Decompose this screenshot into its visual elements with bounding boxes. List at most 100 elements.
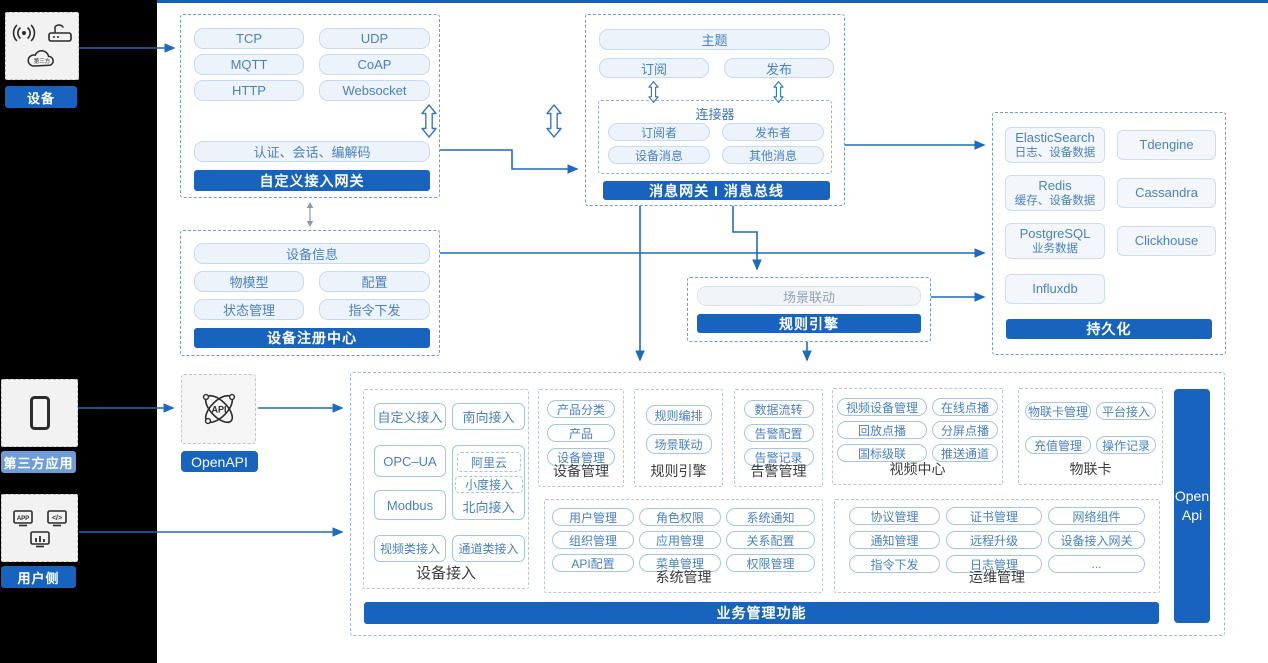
access-pill: 自定义接入 (374, 403, 446, 430)
feature-pill: 告警配置 (743, 424, 814, 442)
north-access-label: 北向接入 (462, 500, 515, 515)
protocol-pill: HTTP (194, 80, 304, 101)
feature-pill: 分屏点播 (932, 421, 998, 439)
connector-pill-grid: 订阅者发布者设备消息其他消息 (608, 123, 824, 164)
section-label: 设备管理 (553, 463, 609, 479)
custom-gateway-title-bar: 自定义接入网关 (194, 170, 430, 191)
app-window-icon: APP (12, 509, 33, 526)
section-label: 规则引擎 (650, 463, 707, 479)
device-info-pill: 设备信息 (194, 243, 430, 264)
feature-pill: 指令下发 (849, 555, 940, 573)
open-api-line1: Open (1174, 488, 1210, 504)
section-label: 设备接入 (415, 565, 476, 582)
feature-pill: 场景联动 (645, 434, 712, 454)
database-cell: Influxdb (1005, 274, 1105, 304)
protocol-pill: Websocket (319, 80, 430, 101)
north-access-item: 阿里云 (457, 452, 521, 472)
user-side-box: APP </> (1, 494, 78, 562)
feature-pill: 物联卡管理 (1025, 402, 1091, 420)
section-label: 系统管理 (655, 569, 712, 585)
feature-pill: 证书管理 (946, 507, 1042, 525)
user-icon-row: APP </> (12, 509, 68, 527)
access-pill: OPC–UA (374, 445, 446, 477)
registry-pill: 状态管理 (194, 299, 304, 320)
connector-pill: 发布者 (722, 123, 824, 141)
section-device-access: 自定义接入 南向接入 OPC–UA 阿里云 小度接入 北向接入 Modbus 视… (363, 389, 529, 589)
subscribe-pill: 订阅 (599, 58, 709, 78)
database-cell: Tdengine (1117, 130, 1216, 160)
api-atom-icon: API (202, 393, 235, 425)
access-pill: Modbus (374, 490, 446, 520)
pill-grid: 协议管理证书管理网络组件通知管理远程升级设备接入网关指令下发日志管理... (835, 500, 1159, 573)
open-api-line2: Api (1181, 507, 1203, 523)
feature-pill: 操作记录 (1096, 436, 1156, 454)
third-party-box (1, 379, 78, 447)
protocol-pill: CoAP (319, 54, 430, 75)
device-sources-box: 第三方 (5, 12, 79, 80)
feature-pill: 远程升级 (946, 531, 1042, 549)
connector-title: 连接器 (695, 107, 735, 122)
database-cell: Cassandra (1117, 178, 1216, 208)
feature-pill: 菜单管理 (639, 554, 721, 572)
user-side-label: 用户侧 (1, 566, 76, 588)
rule-engine-title-bar: 规则引擎 (697, 314, 921, 333)
svg-text:API: API (211, 405, 226, 415)
feature-pill: 视频设备管理 (837, 398, 927, 416)
feature-pill: 通知管理 (849, 531, 940, 549)
section-video-center: 视频设备管理在线点播回放点播分屏点播国标级联推送通道 视频中心 (832, 388, 1003, 485)
feature-pill: API配置 (552, 554, 634, 572)
feature-pill: 推送通道 (932, 444, 998, 462)
access-pill: 视频类接入 (374, 535, 446, 562)
feature-pill: 用户管理 (552, 508, 634, 526)
feature-pill: 告警记录 (743, 448, 814, 466)
feature-pill: 角色权限 (639, 508, 721, 526)
open-api-vertical-bar: Open Api (1174, 389, 1210, 623)
pill-grid: 物联卡管理平台接入充值管理操作记录 (1019, 389, 1162, 454)
feature-pill: 产品 (547, 424, 615, 442)
section-label: 运维管理 (969, 569, 1025, 585)
double-arrow-icon (773, 81, 784, 103)
feature-pill: 产品分类 (547, 400, 615, 418)
openapi-label: OpenAPI (181, 451, 258, 472)
database-cell: Clickhouse (1117, 226, 1216, 256)
double-arrow-icon (648, 81, 659, 103)
access-pill: 南向接入 (452, 403, 525, 430)
connector-pill: 设备消息 (608, 146, 710, 164)
persistence-title-bar: 持久化 (1006, 319, 1212, 339)
feature-pill: 国标级联 (837, 444, 927, 462)
north-access-item: 小度接入 (455, 476, 523, 493)
feature-pill: 日志管理 (946, 555, 1042, 573)
business-title-bar: 业务管理功能 (364, 602, 1159, 624)
user-icon-row2 (29, 530, 51, 548)
message-gateway-box: 主题 订阅 发布 连接器 订阅者发布者设备消息其他消息 消息网关 I 消息总线 (585, 14, 845, 206)
top-accent-line (157, 0, 1268, 3)
scene-linkage-pill: 场景联动 (697, 286, 921, 306)
device-registry-title-bar: 设备注册中心 (194, 328, 430, 348)
double-arrow-icon (421, 104, 437, 138)
signal-icon (12, 24, 36, 41)
phone-icon (29, 396, 50, 430)
section-label: 视频中心 (889, 461, 946, 477)
section-label: 告警管理 (750, 463, 807, 479)
message-gateway-title-bar: 消息网关 I 消息总线 (603, 181, 830, 200)
feature-pill: 系统通知 (726, 508, 815, 526)
section-device-mgmt: 产品分类产品设备管理 设备管理 (538, 389, 624, 487)
topic-pill: 主题 (599, 29, 830, 50)
rule-engine-box: 场景联动 规则引擎 (687, 277, 931, 342)
registry-pill: 指令下发 (319, 299, 430, 320)
section-alarm-mgmt: 数据流转告警配置告警记录 告警管理 (734, 389, 823, 487)
device-icon-row (11, 23, 73, 43)
device-icon-row2: 第三方 (25, 48, 59, 70)
third-party-cloud-icon: 第三方 (27, 49, 54, 67)
pill-grid: 产品分类产品设备管理 (539, 390, 623, 466)
bar-chart-icon (29, 530, 50, 547)
feature-pill: 网络组件 (1048, 507, 1145, 525)
section-label: 物联卡 (1069, 461, 1112, 477)
third-party-label: 第三方应用 (1, 451, 76, 473)
